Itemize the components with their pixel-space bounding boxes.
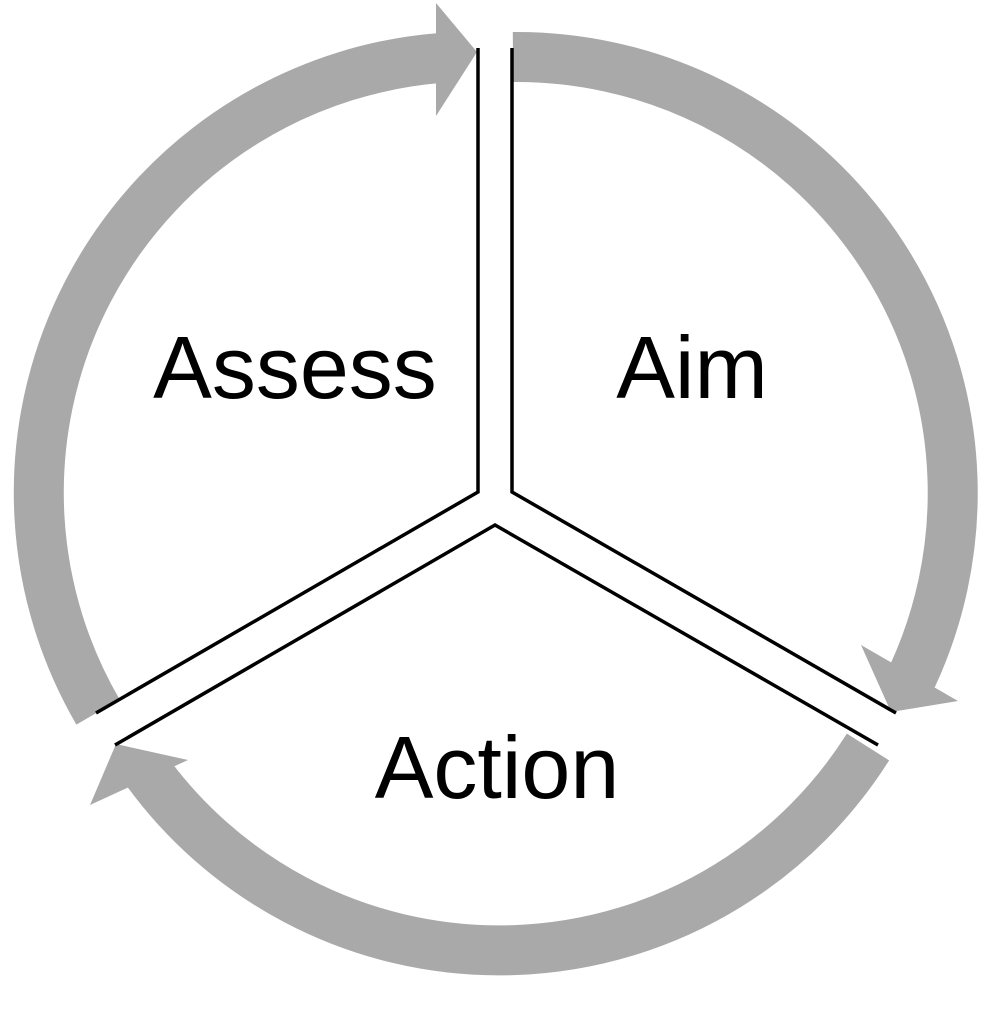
divider-assess-inner (95, 48, 480, 715)
segment-dividers (95, 48, 897, 747)
arrow-action-to-assess (125, 733, 890, 976)
arrow-aim-to-action-head-icon (861, 645, 958, 712)
arrow-aim-to-action (512, 31, 978, 688)
cycle-arrows (13, 3, 978, 976)
arrow-action-to-assess-head-icon (90, 744, 188, 805)
divider-aim-inner (510, 48, 897, 715)
label-action: Action (375, 718, 620, 817)
arrow-assess-to-aim (13, 33, 443, 725)
divider-action-inner (114, 522, 879, 747)
label-aim: Aim (616, 318, 768, 417)
label-assess: Assess (153, 318, 437, 417)
segment-labels: Assess Aim Action (153, 318, 768, 817)
arrow-assess-to-aim-head-icon (436, 3, 477, 116)
